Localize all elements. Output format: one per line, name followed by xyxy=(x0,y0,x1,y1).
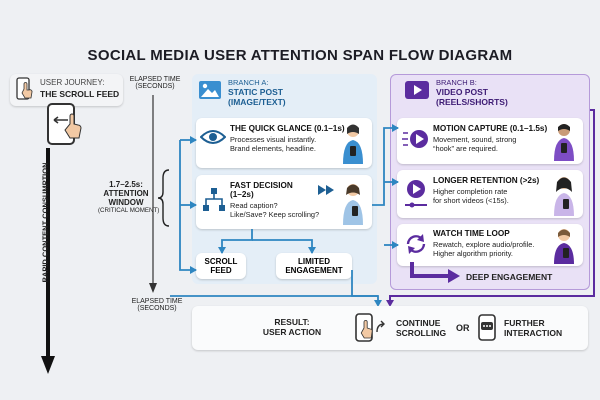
person-video-icon xyxy=(554,124,574,161)
phone-swipe-icon xyxy=(47,103,82,145)
fast-forward-icon xyxy=(318,185,334,195)
motion-capture-title: MOTION CAPTURE (0.1–1.5s) xyxy=(433,124,548,133)
continue-line2: SCROLLING xyxy=(396,328,447,338)
scroll-feed-line2: FEED xyxy=(210,266,232,275)
or-label: OR xyxy=(456,323,470,333)
motion-capture-desc1: Movement, sound, strong xyxy=(433,135,517,144)
further-line1: FURTHER xyxy=(504,318,545,328)
branch-a-line3: (IMAGE/TEXT) xyxy=(228,97,286,107)
elapsed-time-axis xyxy=(149,95,157,293)
branch-b-line1: BRANCH B: xyxy=(436,78,477,87)
result-line1: RESULT: xyxy=(274,317,310,327)
quick-glance-title: THE QUICK GLANCE (0.1–1s) xyxy=(230,124,345,133)
attention-window-line4: (CRITICAL MOMENT) xyxy=(98,207,160,214)
journey-line1: USER JOURNEY: xyxy=(40,78,105,87)
result-box: RESULT: USER ACTION CONTINUE SCROLLING O… xyxy=(192,306,588,350)
image-icon xyxy=(199,81,221,99)
scroll-feed-box: SCROLL FEED xyxy=(196,253,246,279)
fast-decision-desc2: Like/Save? Keep scrolling? xyxy=(230,210,320,219)
watch-time-loop-card: WATCH TIME LOOP Rewatch, explore audio/p… xyxy=(397,224,583,266)
attention-window-line2: ATTENTION xyxy=(103,189,149,198)
quick-glance-desc1: Processes visual instantly. xyxy=(230,135,317,144)
elapsed-time-top: ELAPSED TIME (SECONDS) xyxy=(120,76,190,90)
watch-time-loop-desc1: Rewatch, explore audio/profile. xyxy=(433,240,535,249)
fast-decision-title: FAST DECISION xyxy=(230,181,293,190)
attention-window: 1.7–2.5s: ATTENTION WINDOW (CRITICAL MOM… xyxy=(98,180,160,214)
result-label: RESULT: USER ACTION xyxy=(252,317,332,337)
deep-engagement-label: DEEP ENGAGEMENT xyxy=(466,272,553,282)
motion-play-icon xyxy=(402,130,428,148)
further-line2: INTERACTION xyxy=(504,328,563,338)
elapsed-time-bottom: ELAPSED TIME (SECONDS) xyxy=(122,298,192,312)
quick-glance-card: THE QUICK GLANCE (0.1–1s) Processes visu… xyxy=(196,118,372,168)
attention-bracket xyxy=(157,169,170,227)
person-watching-icon xyxy=(554,177,574,216)
video-play-icon xyxy=(405,81,429,99)
branch-a-line2: STATIC POST xyxy=(228,87,283,97)
quick-glance-desc2: Brand elements, headline. xyxy=(230,144,316,153)
limited-engagement-box: LIMITED ENGAGEMENT xyxy=(276,253,352,279)
loop-icon xyxy=(406,234,426,254)
branch-b-line2: VIDEO POST xyxy=(436,87,488,97)
person-scrolling-icon xyxy=(343,184,363,225)
watch-time-loop-desc2: Higher algorithm priority. xyxy=(433,249,513,258)
phone-tap-icon xyxy=(16,77,33,100)
result-line2: USER ACTION xyxy=(262,327,322,337)
phone-continue-icon xyxy=(355,313,385,342)
longer-retention-title: LONGER RETENTION (>2s) xyxy=(433,176,540,185)
diagram-title: SOCIAL MEDIA USER ATTENTION SPAN FLOW DI… xyxy=(87,47,513,64)
elapsed-time-bottom-line2: (SECONDS) xyxy=(137,305,177,312)
limited-engagement-line1: LIMITED xyxy=(298,257,330,266)
attention-window-line3: WINDOW xyxy=(108,198,144,207)
journey-line2: THE SCROLL FEED xyxy=(40,89,120,99)
attention-window-line1: 1.7–2.5s: xyxy=(109,180,143,189)
motion-capture-card: MOTION CAPTURE (0.1–1.5s) Movement, soun… xyxy=(397,118,583,164)
watch-time-loop-title: WATCH TIME LOOP xyxy=(433,229,510,238)
branch-b-line3: (REELS/SHORTS) xyxy=(436,97,508,107)
continue-line1: CONTINUE xyxy=(396,318,441,328)
user-journey-card: USER JOURNEY: THE SCROLL FEED xyxy=(10,74,123,106)
person-phone-icon xyxy=(343,124,363,164)
motion-capture-desc2: “hook” are required. xyxy=(433,144,498,153)
longer-retention-desc2: for short videos (<15s). xyxy=(433,196,509,205)
rapid-consumption-arrow xyxy=(41,148,55,374)
longer-retention-desc1: Higher completion rate xyxy=(433,187,508,196)
fast-decision-card: FAST DECISION (1–2s) Read caption? Like/… xyxy=(196,175,372,229)
person-explore-icon xyxy=(554,229,574,264)
deep-engagement-arrow xyxy=(410,262,460,283)
retention-play-icon xyxy=(405,180,427,208)
flowchart-icon xyxy=(203,188,225,211)
fast-decision-title2: (1–2s) xyxy=(230,190,254,199)
longer-retention-card: LONGER RETENTION (>2s) Higher completion… xyxy=(397,170,583,218)
branch-a-line1: BRANCH A: xyxy=(228,78,269,87)
elapsed-time-top-line2: (SECONDS) xyxy=(135,83,175,90)
scroll-feed-line1: SCROLL xyxy=(204,257,238,266)
chat-interaction-icon xyxy=(478,314,496,341)
eye-icon xyxy=(200,130,226,144)
elapsed-time-top-line1: ELAPSED TIME xyxy=(129,76,181,83)
further-label: FURTHER INTERACTION xyxy=(504,318,562,338)
fast-decision-desc1: Read caption? xyxy=(230,201,278,210)
elapsed-time-bottom-line1: ELAPSED TIME xyxy=(131,298,183,305)
continue-label: CONTINUE SCROLLING xyxy=(396,318,446,338)
limited-engagement-line2: ENGAGEMENT xyxy=(285,266,343,275)
